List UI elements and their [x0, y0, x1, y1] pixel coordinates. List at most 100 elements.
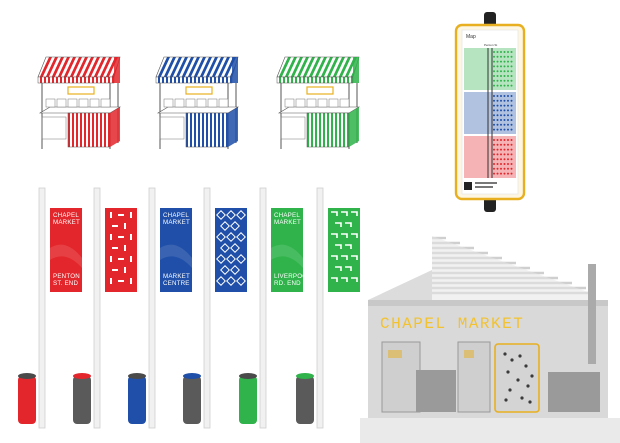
map-stall-dot: [503, 60, 506, 63]
banner-fold-shade: [50, 244, 82, 268]
bollard: [128, 376, 146, 424]
map-stall-dot: [510, 172, 513, 175]
banner-footer-line1: PENTON: [53, 273, 80, 280]
building-fascia: [368, 300, 608, 306]
map-stall-dot: [496, 148, 499, 151]
map-stall-dot: [493, 65, 495, 68]
map-stall-dot: [507, 55, 509, 58]
banner-motif: [341, 211, 348, 216]
map-stall-dot: [507, 163, 509, 165]
stall-canopy-side: [232, 57, 238, 83]
banner-motif: [226, 210, 236, 220]
map-stall-dot: [503, 158, 506, 161]
map-stall-dot: [510, 128, 513, 131]
map-stall-dot: [493, 123, 495, 126]
map-stall-dot: [507, 158, 509, 161]
map-stall-dot: [500, 158, 502, 161]
map-stall-dot: [510, 79, 513, 82]
lamp-post: [148, 187, 156, 429]
map-stall-dot: [507, 109, 509, 112]
banner-motif: [130, 212, 132, 218]
map-stall-dot: [510, 139, 513, 141]
banner-motif: [130, 256, 132, 262]
lamp-post: [316, 187, 324, 429]
stall-canopy: [37, 56, 121, 78]
banner-pattern-blue: [215, 208, 247, 292]
map-stall-dot: [500, 70, 502, 73]
map-board-dot: [508, 388, 512, 392]
banner-motif: [110, 212, 112, 218]
map-stall-dot: [496, 95, 499, 97]
map-stall-dot: [510, 109, 513, 112]
banner-motif: [345, 244, 352, 249]
banner-motif: [351, 233, 358, 238]
banner-motif: [216, 276, 226, 286]
map-stall-dot: [503, 128, 506, 131]
map-stall-dot: [507, 84, 509, 87]
bollard-cap: [239, 373, 257, 379]
banner-motif: [112, 269, 118, 271]
banner-motif: [230, 221, 240, 231]
map-stall-dot: [507, 104, 509, 107]
map-stall-dot: [503, 148, 506, 151]
bollard-cap: [183, 373, 201, 379]
map-subtitle: Penton St: [484, 43, 497, 47]
map-board-dot: [506, 370, 510, 374]
map-stall-dot: [510, 158, 513, 161]
banner-title-line1: CHAPEL: [163, 212, 189, 219]
map-stall-dot: [496, 84, 499, 87]
map-board-dot: [524, 364, 528, 368]
stall-crate: [284, 98, 295, 108]
building-chimney: [588, 264, 596, 364]
map-stall-dot: [507, 99, 509, 102]
banner-motif: [351, 211, 358, 216]
banner-motif: [236, 254, 246, 264]
banner-motif: [230, 243, 240, 253]
map-stall-dot: [496, 55, 499, 58]
map-stall-dot: [503, 163, 506, 165]
map-stall-dot: [510, 70, 513, 73]
bollard: [73, 376, 91, 424]
banner-motif: [226, 232, 236, 242]
stall-tabletop: [277, 106, 361, 114]
banner-motif: [118, 280, 124, 282]
map-stall-dot: [503, 153, 506, 156]
map-stall-dot: [493, 158, 495, 161]
banner-footer-line2: ST. END: [53, 280, 78, 287]
stall-canopy-side: [114, 57, 120, 83]
map-stall-dot: [503, 172, 506, 175]
banner-red: [50, 208, 82, 292]
map-stall-dot: [493, 70, 495, 73]
map-stall-dot: [507, 114, 509, 117]
banner-footer-line2: RD. END: [274, 280, 301, 287]
map-stall-dot: [500, 148, 502, 151]
map-stall-dot: [496, 143, 499, 146]
market-stall-green: [276, 56, 361, 149]
building-shutter-right: [548, 372, 600, 412]
banner-motif: [130, 234, 132, 240]
banner-motif: [110, 234, 112, 240]
map-stall-dot: [507, 79, 509, 82]
map-stall-dot: [500, 119, 502, 121]
stall-frame: [280, 116, 306, 140]
map-stall-dot: [507, 60, 509, 63]
banner-motif: [335, 266, 342, 271]
banner-motif: [124, 245, 126, 251]
market-building: CHAPEL MARKET: [360, 236, 620, 443]
map-stall-dot: [500, 55, 502, 58]
map-stall-dot: [493, 139, 495, 141]
map-stall-dot: [493, 75, 495, 77]
stall-canopy: [155, 56, 239, 78]
map-stall-dot: [496, 167, 499, 170]
market-stall-blue: [155, 56, 240, 149]
map-stall-dot: [500, 139, 502, 141]
banner-motif: [341, 255, 348, 260]
stall-tabletop: [38, 106, 122, 114]
banner-title-line2: MARKET: [53, 219, 80, 226]
map-stall-dot: [496, 128, 499, 131]
map-stall-dot: [493, 148, 495, 151]
door-sign: [388, 350, 402, 358]
banner-green: [271, 208, 303, 292]
